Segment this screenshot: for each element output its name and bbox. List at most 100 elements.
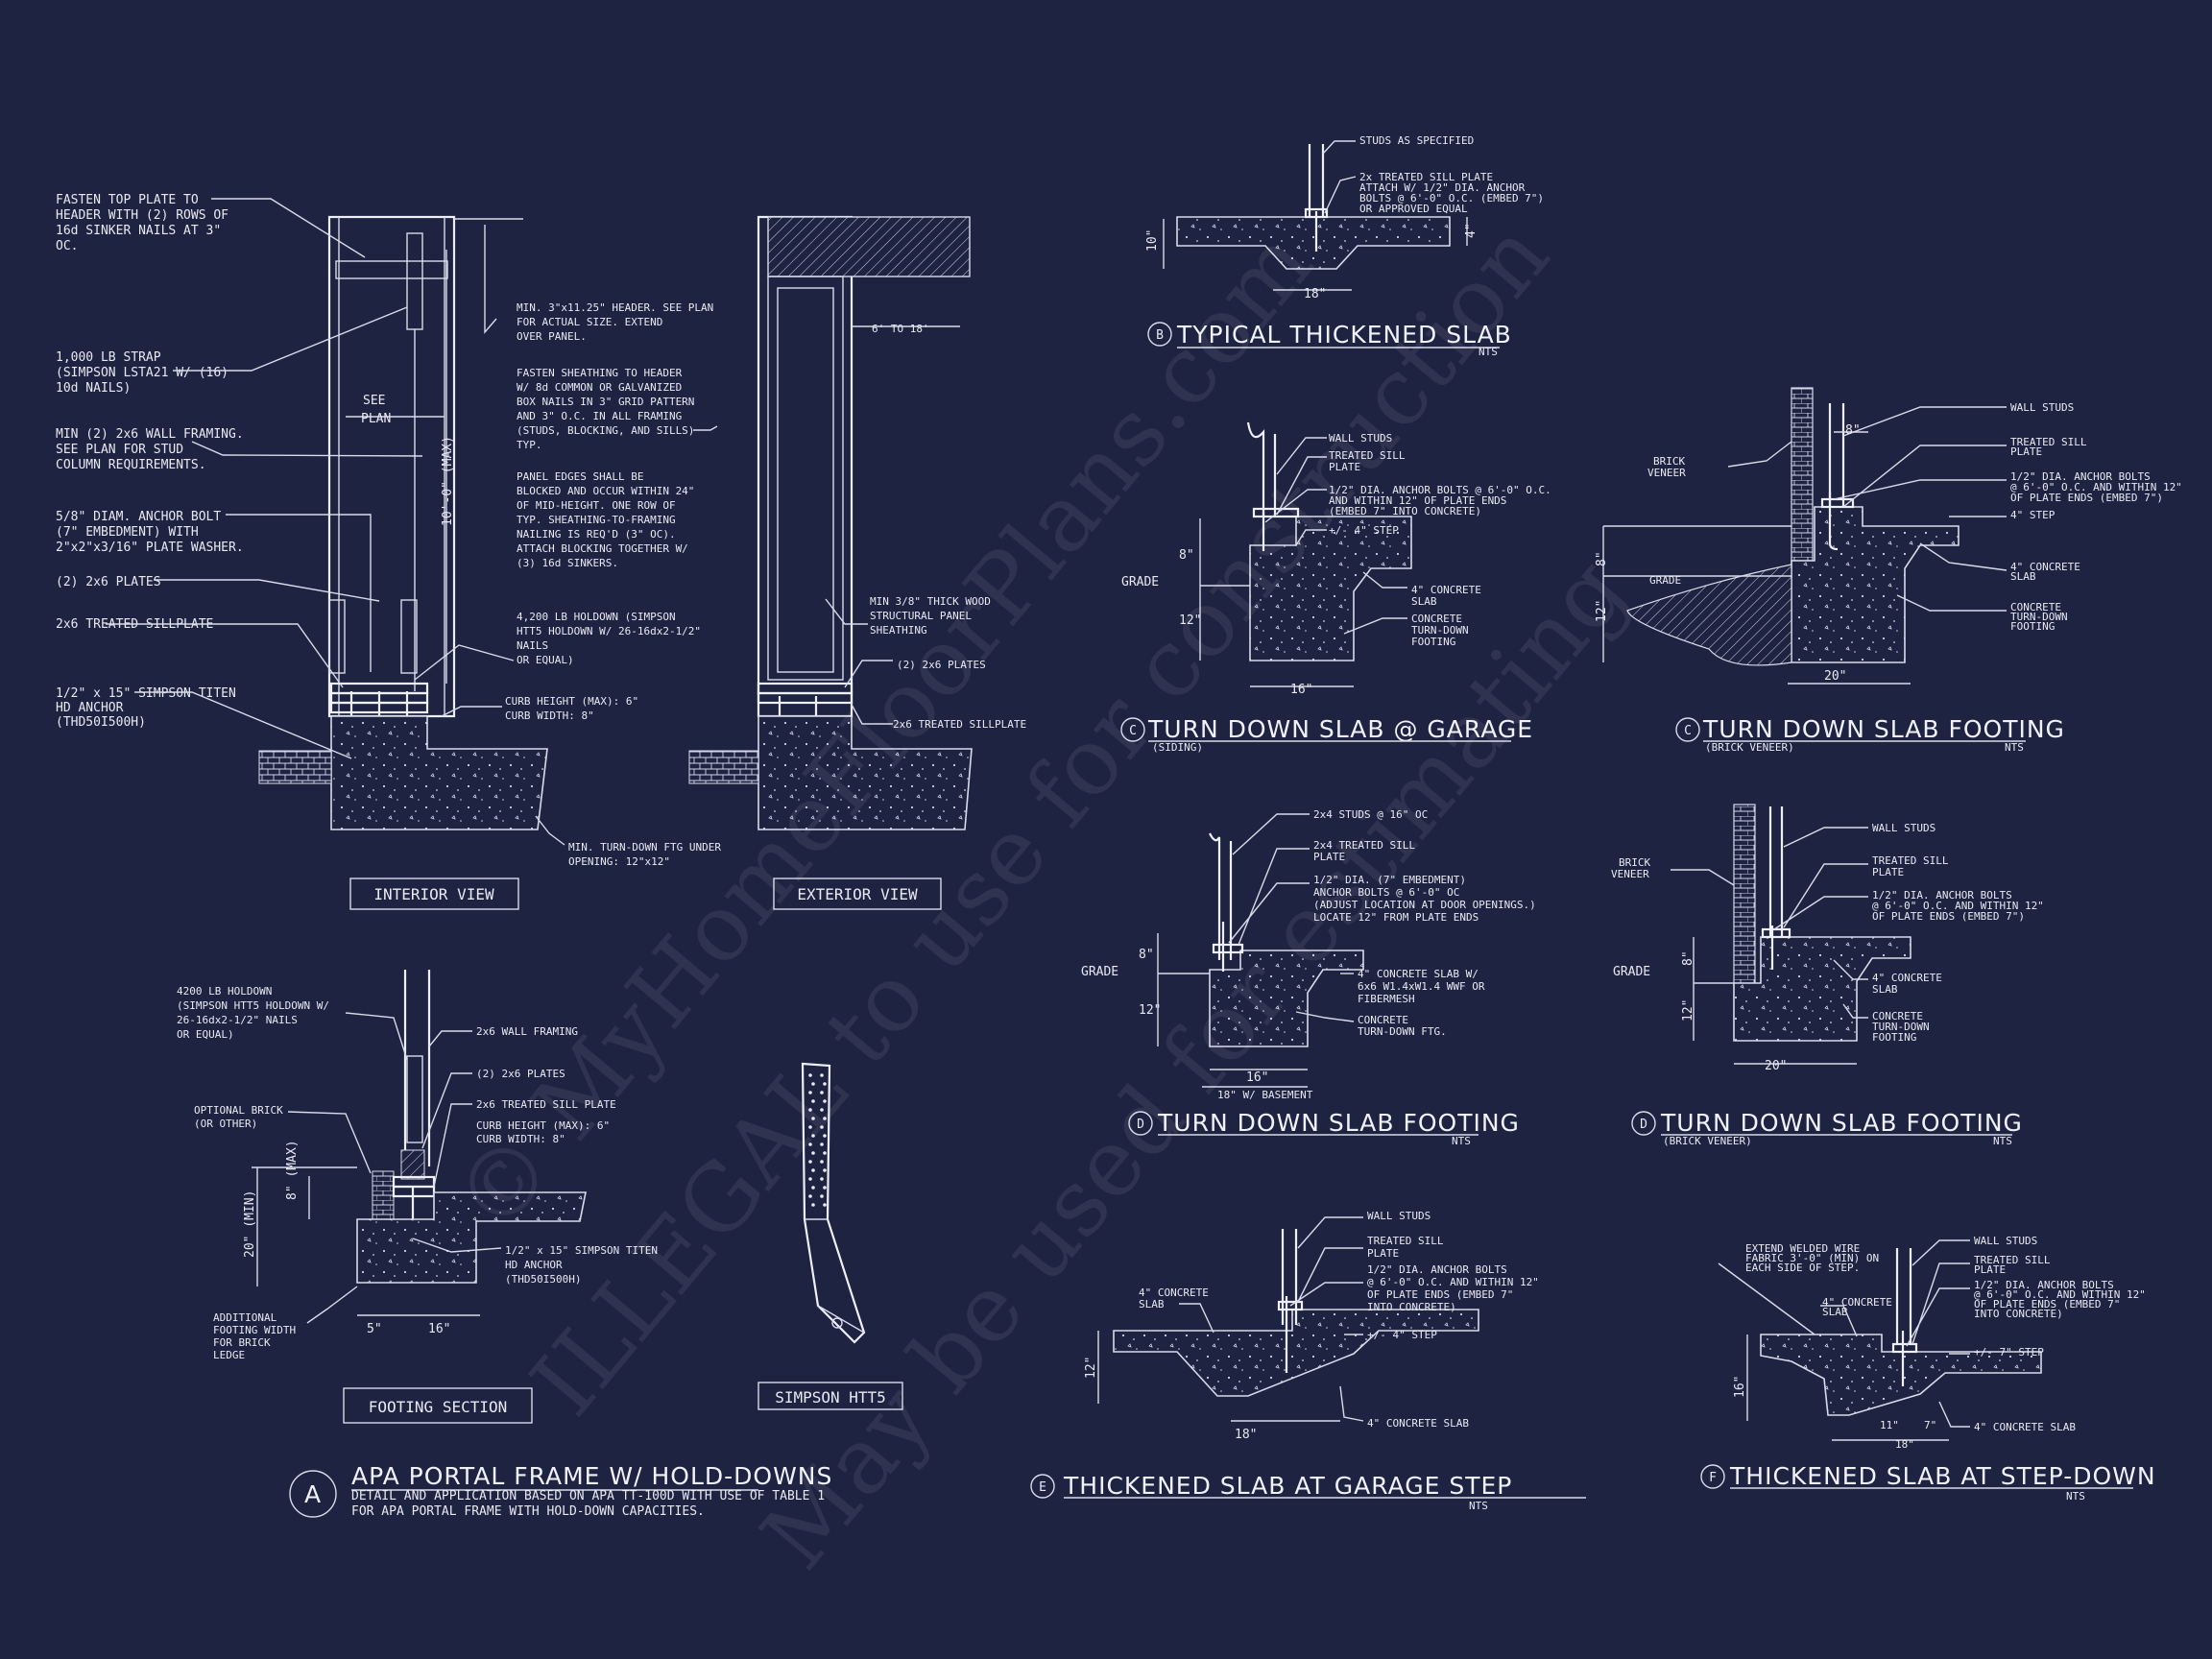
note-line: @ 6'-0" O.C. AND WITHIN 12" (2010, 481, 2182, 493)
note-line: ANCHOR BOLTS @ 6'-0" OC (1313, 886, 1459, 899)
detail-c2-leaders (1727, 406, 2008, 612)
note-line: HD ANCHOR (505, 1259, 563, 1271)
note-line: 1/2" DIA. ANCHOR BOLTS (1367, 1263, 1507, 1276)
f-dim-11: 11" (1880, 1419, 1899, 1431)
nail-hole (823, 1151, 827, 1155)
detail-b-drawing (1163, 144, 1468, 291)
detail-d2-sub: (BRICK VENEER) (1663, 1135, 1752, 1147)
note-line: OR APPROVED EQUAL (1359, 203, 1468, 215)
note-line: SEE PLAN FOR STUD (56, 443, 183, 457)
note-line: MIN. TURN-DOWN FTG UNDER (568, 841, 721, 854)
note-line: 2x TREATED SILL PLATE (1359, 171, 1493, 183)
note-line: STRUCTURAL PANEL (870, 610, 972, 622)
height-dimension: 10'-0" (MAX) (441, 436, 455, 526)
note-line: OF PLATE ENDS (EMBED 7" (1974, 1298, 2120, 1310)
note-line: LEDGE (213, 1349, 245, 1361)
detail-d2-title: TURN DOWN SLAB FOOTING (1660, 1109, 2023, 1137)
note-line: 2x4 TREATED SILL (1313, 839, 1415, 852)
note-line: ATTACH BLOCKING TOGETHER W/ (517, 542, 688, 555)
detail-f-letter: F (1709, 1471, 1717, 1485)
interior-view-label: INTERIOR VIEW (373, 885, 494, 903)
note-line: 2x6 TREATED SILL PLATE (476, 1098, 616, 1111)
b-dim-18: 18" (1304, 287, 1326, 301)
interior-view-label-box (349, 878, 519, 910)
d1-dim-18-basement: 18" W/ BASEMENT (1217, 1089, 1313, 1101)
detail-e-leaders (1179, 1216, 1364, 1422)
nail-hole (823, 1203, 827, 1207)
detail-a-title: APA PORTAL FRAME W/ HOLD-DOWNS (351, 1462, 832, 1490)
note-line: 4" CONCRETE SLAB (1367, 1417, 1469, 1430)
note-line: OF PLATE ENDS (EMBED 7" (1367, 1288, 1513, 1301)
detail-b-leaders (1322, 140, 1357, 214)
note-line: VENEER (1647, 467, 1686, 479)
dim-20-min: 20" (MIN) (243, 1190, 257, 1258)
d2-grade: GRADE (1613, 965, 1650, 979)
detail-a-interior-leaders (106, 198, 423, 759)
detail-f-drawing (1718, 1248, 2042, 1441)
detail-f-leaders (1820, 1239, 1970, 1428)
note-line: STUDS AS SPECIFIED (1359, 134, 1474, 147)
c1-dim-8: 8" (1179, 548, 1194, 563)
f-dim-7: 7" (1924, 1419, 1936, 1431)
note-line: MIN 3/8" THICK WOOD (870, 595, 991, 608)
c1-grade: GRADE (1121, 575, 1159, 589)
note-line: OF MID-HEIGHT. ONE ROW OF (517, 499, 676, 512)
exterior-view-label: EXTERIOR VIEW (797, 885, 918, 903)
dim-8-max: 8" (MAX) (285, 1140, 300, 1200)
note-line: OR EQUAL) (517, 654, 574, 666)
note-line: HD ANCHOR (56, 701, 124, 715)
nail-hole (823, 1117, 827, 1120)
note-line: 1/2" DIA. ANCHOR BOLTS (2010, 470, 2151, 483)
detail-d2-leaders (1671, 827, 1868, 1019)
note-line: SLAB (1822, 1306, 1848, 1318)
nail-hole (808, 1091, 812, 1094)
note-line: OVER PANEL. (517, 330, 587, 343)
note-line: TURN-DOWN FTG. (1358, 1025, 1447, 1038)
nail-hole (808, 1194, 812, 1198)
d2-dim-12: 12" (1681, 999, 1695, 1022)
detail-d1-title: TURN DOWN SLAB FOOTING (1157, 1109, 1520, 1137)
note-line: PLATE (1313, 851, 1345, 863)
c2-dim-8: 8" (1595, 551, 1609, 566)
note-line: ATTACH W/ 1/2" DIA. ANCHOR (1359, 181, 1526, 194)
note-line: BOLTS @ 6'-0" O.C. (EMBED 7") (1359, 192, 1544, 204)
note-line: (7" EMBEDMENT) WITH (56, 525, 199, 540)
note-line: BRICK (1619, 856, 1650, 869)
detail-e-drawing (1097, 1229, 1479, 1422)
note-line: 16d SINKER NAILS AT 3" (56, 224, 221, 238)
note-line: PLATE (1329, 461, 1360, 473)
simpson-label-box (757, 1382, 903, 1410)
note-line: OPTIONAL BRICK (194, 1104, 283, 1117)
c1-dim-12: 12" (1179, 613, 1201, 628)
note-line: PANEL EDGES SHALL BE (517, 470, 643, 483)
c2-dim-12: 12" (1595, 600, 1609, 622)
note-line: FIBERMESH (1358, 993, 1415, 1005)
note-line: FOOTING (2010, 620, 2055, 633)
detail-c1-title: TURN DOWN SLAB @ GARAGE (1147, 715, 1533, 743)
detail-b-title: TYPICAL THICKENED SLAB (1176, 321, 1512, 349)
note-line: (EMBED 7" INTO CONCRETE) (1329, 505, 1481, 517)
d1-grade: GRADE (1081, 965, 1118, 979)
note-line: PLATE (1974, 1263, 2006, 1276)
e-dim-12: 12" (1084, 1357, 1098, 1379)
c1-dim-16: 16" (1290, 683, 1312, 697)
nail-hole (820, 1142, 824, 1146)
d2-dim-8: 8" (1681, 950, 1695, 966)
note-line: MIN (2) 2x6 WALL FRAMING. (56, 427, 244, 442)
note-line: NAILING IS REQ'D (3" OC). (517, 528, 676, 541)
d1-dim-12: 12" (1139, 1003, 1161, 1018)
note-line: OPENING: 12"x12" (568, 855, 670, 868)
detail-c1-letter: C (1129, 724, 1137, 738)
note-line: TYP. (517, 439, 542, 451)
detail-d1-letter: D (1137, 1118, 1144, 1132)
nail-hole (808, 1125, 812, 1129)
nail-hole (823, 1134, 827, 1138)
note-line: 6' TO 18' (872, 323, 929, 335)
note-line: SLAB (1139, 1298, 1165, 1310)
dim-16in: 16" (428, 1322, 450, 1336)
detail-b-nts: NTS (1479, 346, 1498, 358)
note-line: TURN-DOWN (1872, 1021, 1930, 1033)
